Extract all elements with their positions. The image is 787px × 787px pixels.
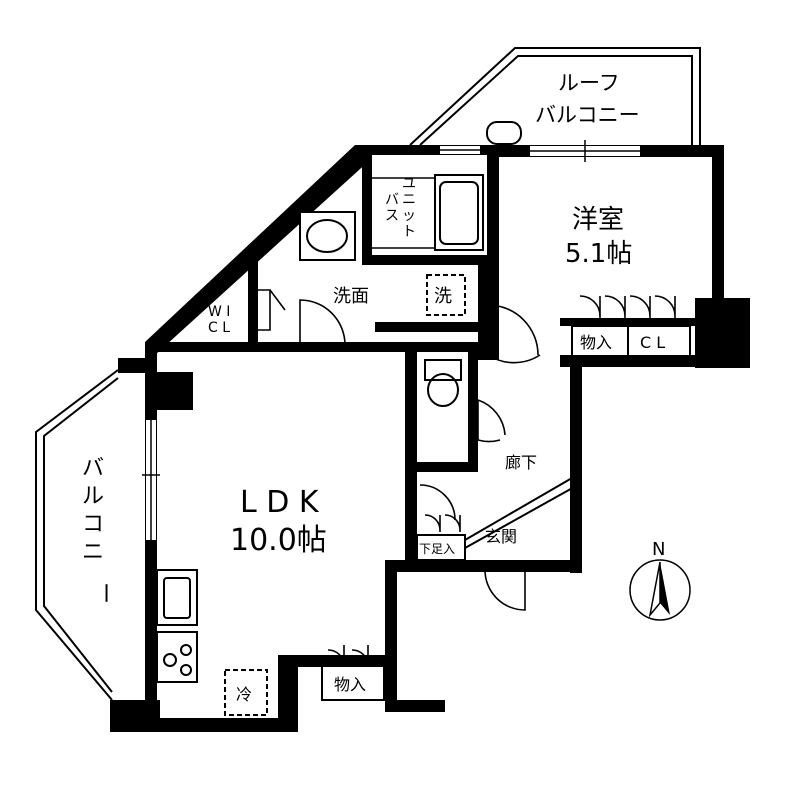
wic-label-1: W I [208, 304, 230, 320]
unit-bath-char-5: バ [385, 192, 399, 208]
ldk-label: L D K [240, 485, 320, 520]
compass: N [629, 539, 691, 621]
roof-balcony [409, 47, 701, 146]
balcony-char-5: ー [92, 582, 117, 604]
shoe-storage-label: 下足入 [419, 542, 455, 556]
entrance-label: 玄関 [485, 527, 517, 546]
balcony-char-1: バ [82, 456, 104, 481]
unit-bath-char-1: ユ [402, 176, 416, 192]
western-storage-label: 物入 [580, 333, 612, 352]
western-room-label: 洋室 [572, 205, 624, 235]
left-balcony [35, 369, 119, 701]
hallway-label: 廊下 [505, 453, 537, 472]
interior-walls [155, 150, 700, 562]
outer-walls [110, 145, 750, 732]
unit-bath-char-2: ニ [402, 192, 416, 208]
balcony-char-2: ル [82, 484, 104, 509]
ldk-storage-label: 物入 [334, 675, 366, 694]
ldk-size: 10.0帖 [230, 523, 327, 558]
balcony-char-3: コ [82, 512, 104, 537]
wic-label-2: C L [208, 320, 230, 336]
fridge-label: 冷 [236, 685, 252, 704]
room-labels: ルーフ バルコニー 洋室 5.1帖 ユ ニ ッ ト バ ス 洗面 洗 W I C… [82, 71, 665, 704]
north-arrow-icon [648, 561, 661, 618]
washer-label: 洗 [434, 286, 452, 307]
western-room-size: 5.1帖 [565, 239, 632, 269]
roof-balcony-label-1: ルーフ [558, 71, 620, 95]
western-closet-label: C L [640, 333, 665, 352]
doors [258, 289, 676, 665]
windows [142, 140, 640, 540]
washroom-label: 洗面 [333, 286, 369, 307]
unit-bath-char-6: ス [385, 208, 399, 224]
unit-bath-char-4: ト [402, 224, 416, 240]
unit-bath-char-3: ッ [402, 208, 416, 224]
compass-north-label: N [652, 539, 665, 560]
roof-balcony-label-2: バルコニー [535, 103, 640, 127]
balcony-char-4: ニ [82, 540, 104, 565]
fixtures [156, 174, 691, 716]
